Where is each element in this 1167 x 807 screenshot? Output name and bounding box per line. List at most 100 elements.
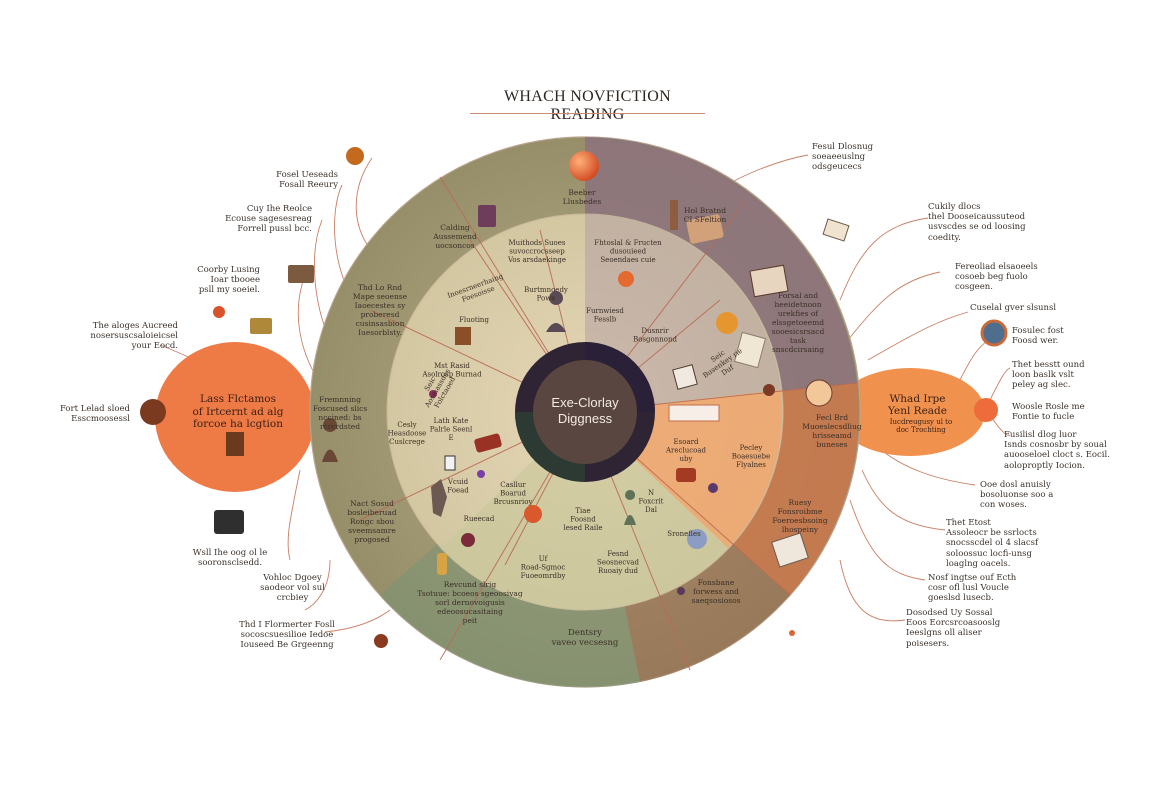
- coin-icon: [687, 529, 707, 549]
- book-icon: [749, 264, 789, 298]
- side-note-right: Fesul Dlosnug soeaeeuslng odsgeucecs: [812, 142, 874, 173]
- person-icon: [431, 479, 447, 517]
- person-icon: [624, 490, 636, 525]
- side-note-right: Fosulec fost Foosd wer.: [1012, 326, 1064, 347]
- title-underline: [470, 113, 705, 114]
- book-icon: [478, 205, 496, 227]
- hub-center: [533, 360, 637, 464]
- book-icon: [226, 432, 244, 456]
- gem-icon: [716, 312, 738, 334]
- left-oval: [155, 342, 315, 492]
- left-oval-label: Lass Flctamos of Irtcernt ad alg forcoe …: [192, 393, 284, 431]
- tablet-icon: [444, 455, 456, 471]
- side-note-right: Dosodsed Uy Sossal Eoos Eorcsrcoasooslg …: [906, 608, 1001, 649]
- wheel-icons: [140, 147, 1008, 648]
- right-oval: [835, 368, 985, 456]
- hub-label: Exe-Clorlay Diggness: [551, 395, 619, 427]
- book-icon: [686, 214, 724, 244]
- coin-icon: [140, 399, 166, 425]
- gem-icon: [461, 533, 475, 547]
- coin-icon: [374, 634, 388, 648]
- side-note-right: Thet besstt ound loon baslk vslt peley a…: [1012, 360, 1085, 391]
- book-icon: [676, 468, 696, 482]
- right-oval-subtitle: Iucdreugusy ul to doc Trochting: [889, 418, 953, 435]
- scroll-icon: [668, 404, 720, 422]
- gem-icon: [677, 587, 685, 595]
- calculator-icon: [822, 218, 850, 242]
- orange-ball-icon: [569, 151, 599, 181]
- tablet-icon: [672, 364, 698, 390]
- side-note-right: Fereoliad elsaoeels cosoeb beg fuolo cos…: [955, 262, 1038, 293]
- coin-icon: [346, 147, 364, 165]
- coin-icon: [789, 630, 795, 636]
- side-note-right: Cukily dlocs thel Dooseicaussuteod usvsc…: [928, 202, 1026, 243]
- film-icon: [670, 200, 678, 230]
- bottom-label: Dentsry vaveo vecsesng: [551, 628, 619, 649]
- book-icon: [455, 327, 471, 345]
- gem-icon: [429, 390, 437, 398]
- side-note-left: The aloges Aucreed nosersuscsaloieicsel …: [90, 321, 178, 352]
- leader-lines: [159, 154, 1011, 633]
- gem-icon: [763, 384, 775, 396]
- inner-segment-sage: [440, 412, 728, 611]
- coin-icon: [477, 470, 485, 478]
- person-icon: [546, 291, 566, 332]
- page-title: WHACH NOVFICTION READING: [503, 88, 671, 123]
- scroll-icon: [733, 331, 767, 369]
- inner-label: Sronefles: [667, 530, 701, 538]
- side-note-left: Cuy Ihe Reolce Ecouse sagesesreag Forrel…: [225, 204, 312, 235]
- film-icon: [437, 553, 447, 575]
- coin-icon: [805, 379, 833, 407]
- coin-icon: [524, 505, 542, 523]
- right-oval-dot: [974, 398, 998, 422]
- side-note-right: Woosle Rosle me Fontie to fucle: [1012, 402, 1085, 423]
- book-icon: [250, 318, 272, 334]
- side-note-right: Nosf ingtse ouf Ecth cosr ofl lusl Voucl…: [928, 573, 1017, 604]
- coin-icon: [618, 271, 634, 287]
- inner-label: Fluoting: [459, 316, 489, 324]
- book-icon: [288, 265, 314, 283]
- coin-icon: [213, 306, 225, 318]
- side-note-left: Coorby Lusing Ioar tbooee psll my soeiel…: [197, 265, 260, 296]
- side-note-right: Thet Etost Assoleocr be ssrlocts snocssc…: [946, 518, 1039, 569]
- side-note-left: Thd I Flormerter Fosll socoscsuesilioe I…: [239, 620, 335, 651]
- side-note-right: Cuselal gver slsunsl: [970, 303, 1057, 313]
- book-icon: [474, 433, 502, 453]
- side-note-left: Vohloc Dgoey saodeor vol sul crcbiey: [260, 573, 325, 604]
- inner-label: Rueecad: [464, 515, 495, 523]
- scroll-icon: [771, 532, 809, 568]
- side-note-left: Fort Lelad sloed Esscmoosessl: [59, 404, 130, 425]
- side-note-right: Fusilisl dlog luor Isnds cosnosbr by sou…: [1004, 430, 1110, 471]
- person-icon: [322, 418, 338, 462]
- side-note-left: Wsll Ihe oog ol le sooronsclsedd.: [192, 548, 268, 569]
- side-note-left: Fosel Ueseads Fosall Reeury: [276, 170, 338, 191]
